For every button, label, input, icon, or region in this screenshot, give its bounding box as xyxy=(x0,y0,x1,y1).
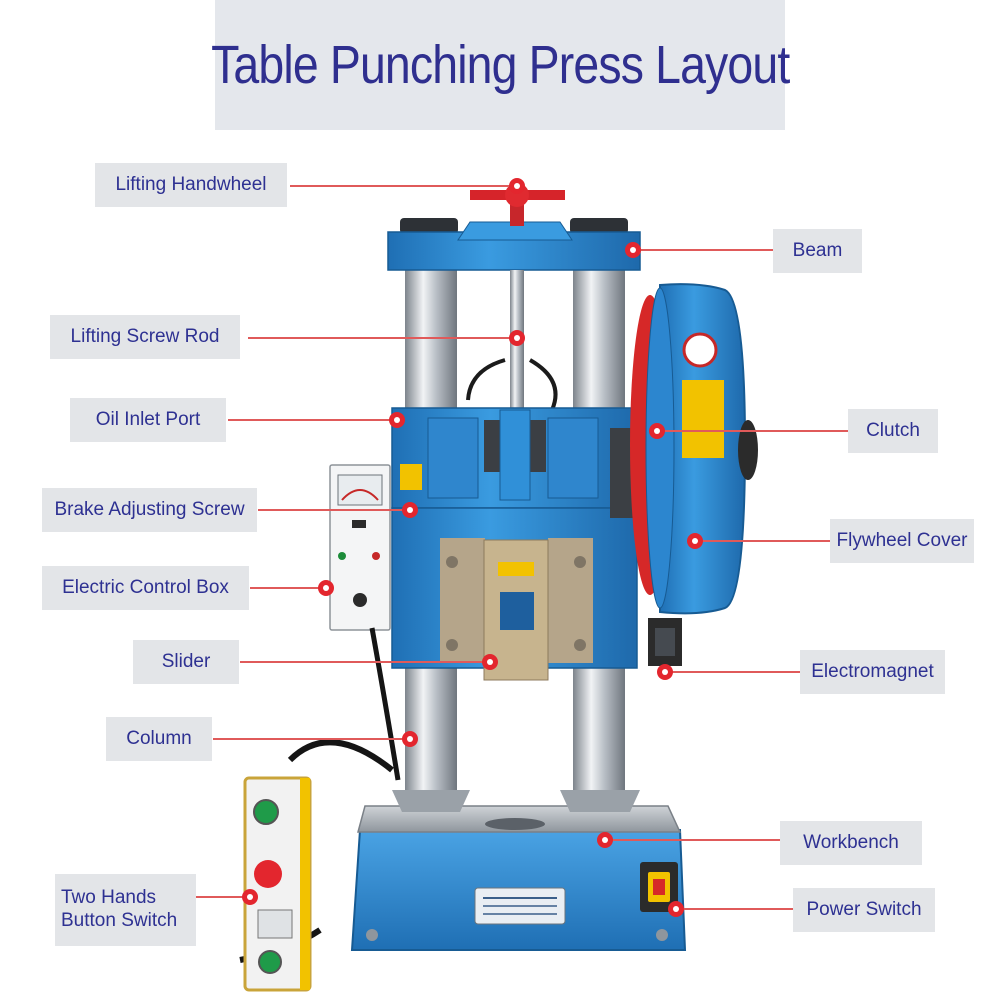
two-hand-switch xyxy=(239,739,394,992)
top-beam xyxy=(387,218,641,271)
flywheel xyxy=(630,283,758,615)
label-electric-control-box: Electric Control Box xyxy=(42,566,249,610)
label-two-hands-button-switch-line2: Button Switch xyxy=(61,910,178,931)
label-column: Column xyxy=(106,717,212,761)
electromagnet-part xyxy=(648,618,682,666)
label-oil-inlet-port: Oil Inlet Port xyxy=(70,398,226,442)
power-switch-box xyxy=(640,862,678,912)
marker-electromagnet xyxy=(657,664,673,680)
label-two-hands-button-switch: Two Hands Button Switch xyxy=(55,874,196,946)
label-lifting-handwheel: Lifting Handwheel xyxy=(95,163,287,207)
diagram-title: Table Punching Press Layout xyxy=(210,35,790,95)
label-lifting-screw-rod: Lifting Screw Rod xyxy=(50,315,240,359)
marker-column xyxy=(402,731,418,747)
marker-electric-control-box xyxy=(318,580,334,596)
label-two-hands-button-switch-line1: Two Hands xyxy=(61,887,157,909)
label-slider: Slider xyxy=(133,640,239,684)
marker-workbench xyxy=(597,832,613,848)
marker-lifting-handwheel xyxy=(509,178,525,194)
label-power-switch: Power Switch xyxy=(793,888,935,932)
marker-brake-adjusting-screw xyxy=(402,502,418,518)
marker-beam xyxy=(625,242,641,258)
press-body xyxy=(391,407,640,681)
machine-base xyxy=(350,805,687,951)
columns xyxy=(392,262,640,812)
marker-lifting-screw-rod xyxy=(509,330,525,346)
title-banner: Table Punching Press Layout xyxy=(211,0,790,130)
label-beam: Beam xyxy=(773,229,862,273)
label-workbench: Workbench xyxy=(780,821,922,865)
marker-flywheel-cover xyxy=(687,533,703,549)
marker-oil-inlet-port xyxy=(389,412,405,428)
marker-power-switch xyxy=(668,901,684,917)
leader-lines xyxy=(196,185,848,910)
label-flywheel-cover: Flywheel Cover xyxy=(830,519,974,563)
label-electromagnet: Electromagnet xyxy=(800,650,945,694)
label-brake-adjusting-screw: Brake Adjusting Screw xyxy=(42,488,257,532)
markers xyxy=(242,178,703,917)
label-clutch: Clutch xyxy=(848,409,938,453)
marker-two-hands-button-switch xyxy=(242,889,258,905)
marker-clutch xyxy=(649,423,665,439)
marker-slider xyxy=(482,654,498,670)
control-box xyxy=(329,464,401,781)
